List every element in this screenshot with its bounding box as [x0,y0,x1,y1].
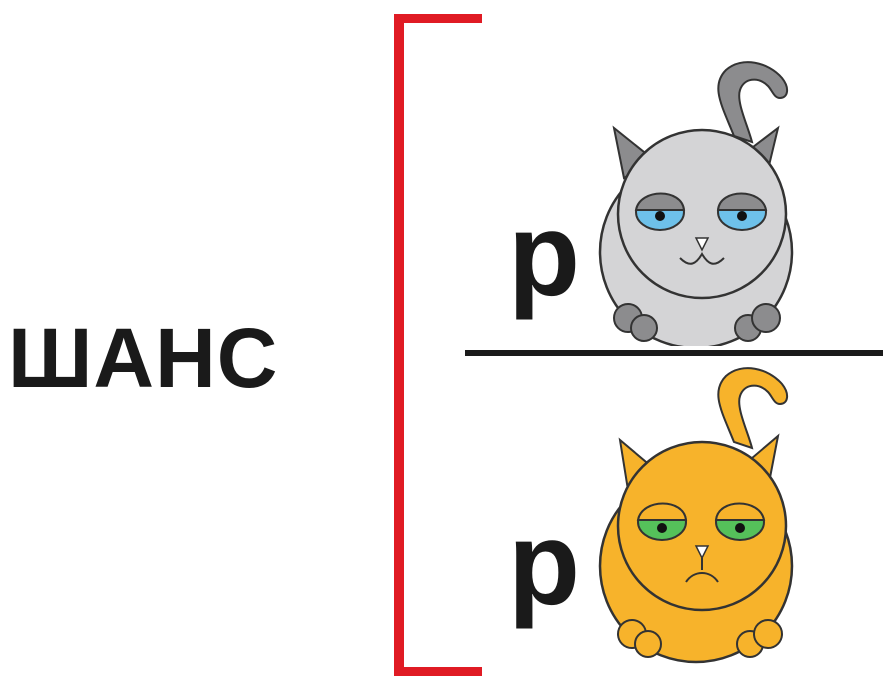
gray-cat-icon [592,56,822,346]
red-bracket [394,14,482,676]
chance-word: ШАНС [8,316,278,400]
numerator-letter: p [508,196,580,314]
fraction-line [465,350,883,356]
denominator-letter: p [508,505,580,623]
orange-cat-icon [592,366,822,666]
